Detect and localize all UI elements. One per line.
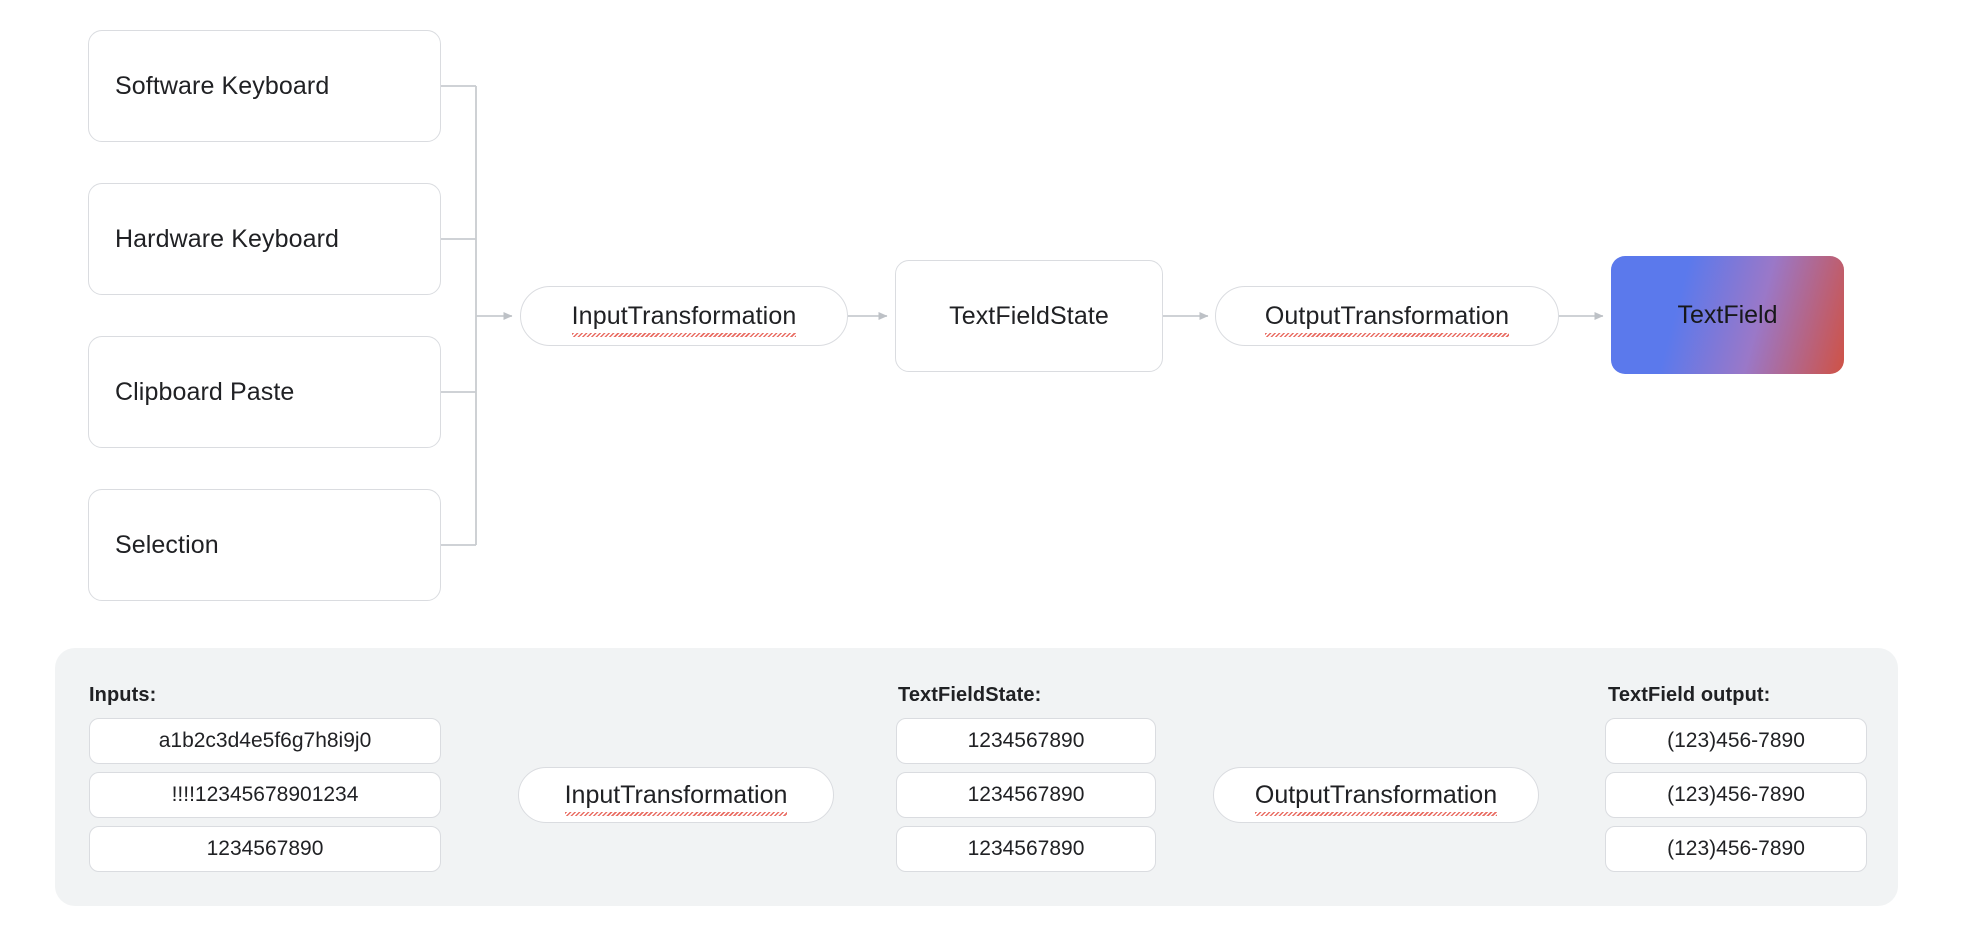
column-label-textfield-output: TextField output: [1608, 684, 1771, 706]
source-label: Clipboard Paste [115, 377, 295, 406]
output-value: (123)456-7890 [1667, 837, 1805, 860]
input-value: !!!!12345678901234 [171, 783, 359, 806]
node-textfield-state[interactable]: TextFieldState [895, 260, 1163, 372]
input-value: 1234567890 [206, 837, 324, 860]
source-box-software-keyboard[interactable]: Software Keyboard [88, 30, 441, 142]
column-label-textfield-state: TextFieldState: [898, 684, 1042, 706]
output-transformation-label: OutputTransformation [1264, 301, 1510, 337]
source-box-hardware-keyboard[interactable]: Hardware Keyboard [88, 183, 441, 295]
state-value-box[interactable]: 1234567890 [896, 772, 1156, 818]
source-label: Hardware Keyboard [115, 224, 340, 253]
state-value: 1234567890 [967, 837, 1085, 860]
input-transformation-label: InputTransformation [564, 780, 788, 816]
source-box-selection[interactable]: Selection [88, 489, 441, 601]
state-value-box[interactable]: 1234567890 [896, 718, 1156, 764]
input-value-box[interactable]: !!!!12345678901234 [89, 772, 441, 818]
output-value: (123)456-7890 [1667, 783, 1805, 806]
state-value: 1234567890 [967, 729, 1085, 752]
output-value-box[interactable]: (123)456-7890 [1605, 718, 1867, 764]
node-input-transformation[interactable]: InputTransformation [520, 286, 848, 346]
input-transformation-label: InputTransformation [571, 301, 797, 337]
output-transformation-label: OutputTransformation [1254, 780, 1498, 816]
input-value: a1b2c3d4e5f6g7h8i9j0 [158, 729, 372, 752]
source-label: Selection [115, 530, 219, 559]
output-value: (123)456-7890 [1667, 729, 1805, 752]
state-value-box[interactable]: 1234567890 [896, 826, 1156, 872]
output-value-box[interactable]: (123)456-7890 [1605, 826, 1867, 872]
column-label-inputs: Inputs: [89, 684, 157, 706]
example-node-input-transformation[interactable]: InputTransformation [518, 767, 834, 823]
input-value-box[interactable]: 1234567890 [89, 826, 441, 872]
source-box-clipboard-paste[interactable]: Clipboard Paste [88, 336, 441, 448]
textfield-label: TextField [1677, 300, 1778, 329]
example-node-output-transformation[interactable]: OutputTransformation [1213, 767, 1539, 823]
state-value: 1234567890 [967, 783, 1085, 806]
output-value-box[interactable]: (123)456-7890 [1605, 772, 1867, 818]
node-output-transformation[interactable]: OutputTransformation [1215, 286, 1559, 346]
source-label: Software Keyboard [115, 71, 330, 100]
textfield-state-label: TextFieldState [949, 301, 1109, 330]
input-value-box[interactable]: a1b2c3d4e5f6g7h8i9j0 [89, 718, 441, 764]
node-textfield-terminal[interactable]: TextField [1611, 256, 1844, 374]
